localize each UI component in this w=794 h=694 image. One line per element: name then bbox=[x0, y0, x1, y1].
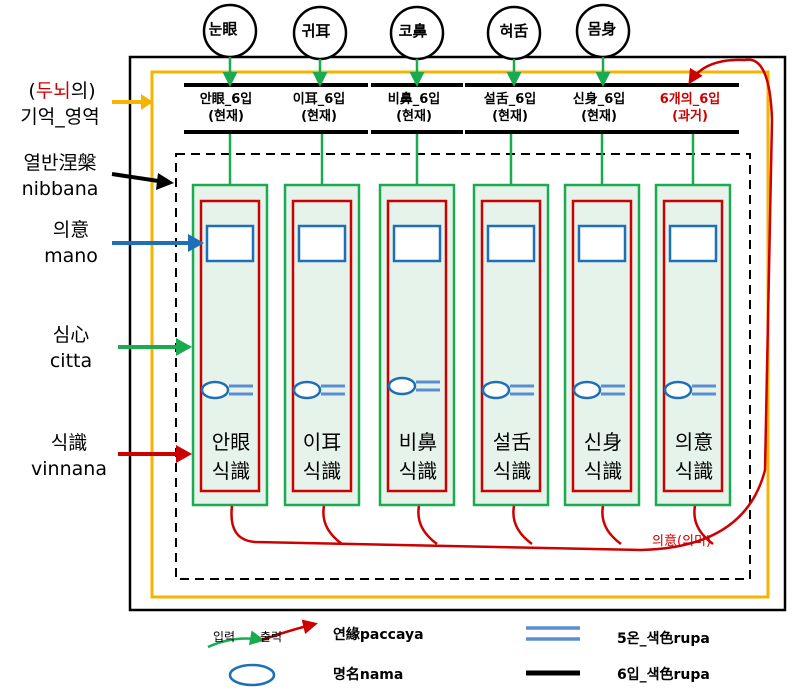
legend-nama-label: 명名nama bbox=[333, 667, 404, 683]
paccaya-branch-ear bbox=[322, 505, 343, 546]
mano-box-mind bbox=[668, 224, 718, 263]
nama-ellipse-ear bbox=[292, 380, 322, 400]
sense-label-eye: 눈眼 bbox=[208, 20, 238, 38]
nibbana-frame bbox=[175, 153, 751, 580]
legend-paccaya-label: 연緣paccaya bbox=[333, 627, 424, 643]
citta-arrow-head bbox=[176, 338, 192, 356]
mano-box-body bbox=[577, 224, 627, 263]
legend-rupa5-label: 5온_색色rupa bbox=[617, 631, 710, 647]
vinnana-column-ear bbox=[291, 199, 353, 493]
vinnana-column-body bbox=[571, 199, 633, 493]
legend-rupa6-label: 6입_색色rupa bbox=[617, 667, 710, 683]
outer-frame bbox=[128, 55, 787, 612]
paccaya-branch-mind bbox=[693, 505, 714, 546]
paccaya-main-path bbox=[230, 58, 774, 552]
vinnana-column-eye bbox=[199, 199, 261, 493]
brain-label: (두뇌의) bbox=[28, 80, 96, 102]
mano-box-eye bbox=[205, 224, 255, 263]
mano-box-nose bbox=[392, 224, 442, 263]
vinnana-arrow-head bbox=[176, 445, 192, 463]
input-label-ear: 이耳_6입(현재) bbox=[292, 92, 346, 124]
input-label-body: 신身_6입(현재) bbox=[572, 92, 626, 124]
sense-label-tongue: 혀舌 bbox=[499, 22, 529, 40]
memory-arrow-head bbox=[141, 94, 153, 110]
legend-output-label: 출력 bbox=[260, 630, 283, 644]
legend-output-arrow bbox=[261, 619, 318, 642]
meaning-label: 의意(의미) bbox=[652, 534, 712, 549]
nama-ellipse-eye bbox=[200, 380, 230, 400]
nama-ellipse-tongue bbox=[481, 380, 511, 400]
sense-label-ear: 귀耳 bbox=[301, 22, 331, 40]
paccaya-branch-body bbox=[601, 505, 622, 546]
mano-box-tongue bbox=[486, 224, 536, 263]
nama-ellipse-mind bbox=[663, 380, 693, 400]
nama-ellipse-body bbox=[572, 380, 602, 400]
input-label-tongue: 설舌_6입(현재) bbox=[483, 92, 537, 124]
citta-column-ear bbox=[283, 183, 361, 507]
legend-nama-ellipse bbox=[228, 663, 276, 687]
mano-box-ear bbox=[297, 224, 347, 263]
legend-input-arrow bbox=[207, 630, 265, 649]
memory-label: 기억_영역 bbox=[20, 106, 100, 128]
sense-label-body: 몸身 bbox=[587, 20, 617, 38]
vinnana-column-nose bbox=[386, 199, 448, 493]
paccaya-branch-tongue bbox=[512, 505, 533, 546]
vinnana-column-mind bbox=[662, 199, 724, 493]
nama-ellipse-nose bbox=[387, 376, 417, 396]
input-label-past: 6개의_6입(과거) bbox=[659, 92, 721, 124]
sense-label-nose: 코鼻 bbox=[398, 22, 428, 40]
nibbana-arrow bbox=[111, 172, 166, 184]
input-label-nose: 비鼻_6입(현재) bbox=[387, 92, 441, 124]
vinnana-column-tongue bbox=[480, 199, 542, 493]
legend-input-label: 입력 bbox=[213, 630, 236, 644]
input-label-eye: 안眼_6입(현재) bbox=[199, 92, 253, 124]
mano-arrow-head bbox=[188, 234, 204, 252]
nibbana-arrow-head bbox=[156, 173, 174, 190]
paccaya-branch-nose bbox=[417, 505, 438, 546]
brain-label-red: 두뇌 bbox=[35, 80, 71, 102]
